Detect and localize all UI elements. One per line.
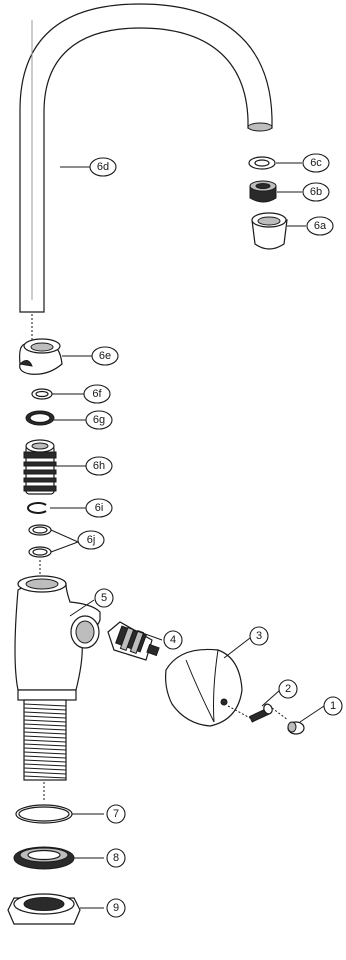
screw-axis [227,705,251,719]
part-6g-ring [25,410,55,426]
thread-line [23,711,67,715]
part-6f-oring [31,388,53,400]
callout-4-label: 4 [170,634,176,646]
thread-line [23,735,67,739]
part-1-cap [287,721,305,735]
callout-1-label: 1 [330,700,336,712]
thread-line [23,755,67,759]
thread-line [23,763,67,767]
part-6j-orings [28,524,52,558]
callout-6a: 6a [306,216,334,236]
callout-5: 5 [94,588,114,608]
callout-8-label: 8 [113,852,119,864]
thread-line [23,703,67,707]
callout-6d-label: 6d [97,161,109,173]
thread-line [23,751,67,755]
part-5-body [14,575,101,701]
callout-7: 7 [106,804,126,824]
callout-7-label: 7 [113,808,119,820]
callout-6c-label: 6c [310,157,322,169]
thread-line [23,723,67,727]
part-6e-collar [18,338,63,375]
thread-line [23,727,67,731]
callout-2: 2 [278,679,298,699]
callout-3-label: 3 [256,630,262,642]
callout-6h: 6h [85,456,113,476]
cap-axis [271,707,289,721]
thread-line [23,771,67,775]
callout-9-label: 9 [113,902,119,914]
part-6d-spout [19,3,273,313]
callout-2-label: 2 [285,683,291,695]
thread-line [23,743,67,747]
part-8-washer [13,846,75,870]
leader-lines [50,162,325,909]
callout-6e: 6e [91,346,119,366]
part-9-locknut [7,893,81,925]
callout-6j: 6j [77,530,105,550]
callout-6i-label: 6i [95,502,104,514]
callout-6g: 6g [85,410,113,430]
thread-line [23,767,67,771]
callout-6d: 6d [89,157,117,177]
callout-6g-label: 6g [93,414,105,426]
thread-line [23,715,67,719]
thread-line [23,747,67,751]
callout-6j-label: 6j [87,534,96,546]
part-6i-clip [27,502,47,514]
callout-6a-label: 6a [314,220,327,232]
callout-6b-label: 6b [310,186,322,198]
callout-1: 1 [323,696,343,716]
callout-6f: 6f [83,384,111,404]
thread-line [23,719,67,723]
callout-5-label: 5 [101,592,107,604]
callout-6i: 6i [85,498,113,518]
thread-line [23,759,67,763]
part-6h-swivel [23,439,57,495]
thread-line [23,707,67,711]
callout-6f-label: 6f [92,388,102,400]
thread-line [23,739,67,743]
thread-line [23,731,67,735]
part-6c-washer [248,156,276,170]
callout-6h-label: 6h [93,460,105,472]
callout-4: 4 [163,630,183,650]
thread-line [23,775,67,779]
callout-9: 9 [106,898,126,918]
part-4-cartridge [107,621,160,661]
part-6a-housing [251,212,288,250]
callout-6e-label: 6e [99,350,111,362]
part-2-screw [249,703,273,723]
callout-6c: 6c [302,153,330,173]
part-7-gasket [15,804,73,824]
part-5-shank [23,699,67,781]
part-3-handle [165,648,243,727]
callout-3: 3 [249,626,269,646]
callout-8: 8 [106,848,126,868]
part-6b-aerator [249,180,277,203]
callout-6b: 6b [302,182,330,202]
